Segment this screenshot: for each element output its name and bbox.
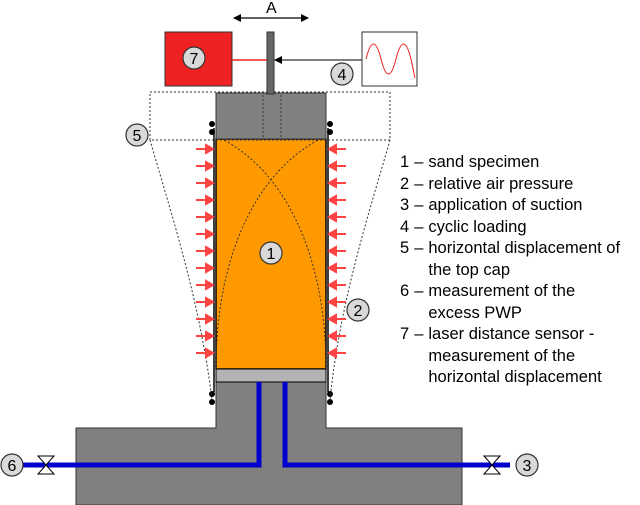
o-rings bbox=[209, 121, 333, 405]
pressure-arrow bbox=[196, 228, 216, 240]
svg-text:7: 7 bbox=[190, 51, 199, 68]
deformed-shape-right bbox=[329, 139, 391, 401]
pressure-arrow bbox=[326, 330, 346, 342]
pressure-arrow bbox=[196, 262, 216, 274]
sine-wave-icon bbox=[365, 43, 416, 79]
marker-4: 4 bbox=[330, 62, 354, 86]
pressure-arrow bbox=[326, 347, 346, 359]
pressure-arrow bbox=[326, 313, 346, 325]
legend-item: 4–cyclic loading bbox=[400, 217, 640, 239]
legend-number: 4 bbox=[400, 217, 410, 236]
marker-1: 1 bbox=[259, 241, 283, 265]
pressure-arrow bbox=[326, 279, 346, 291]
legend-item: 2–relative air pressure bbox=[400, 174, 640, 196]
legend-number: 7 bbox=[400, 325, 410, 343]
legend-item: 5–horizontal displacement of the top cap bbox=[400, 238, 640, 281]
legend-number: 5 bbox=[400, 239, 410, 257]
pressure-arrow bbox=[196, 245, 216, 257]
marker-6: 6 bbox=[0, 453, 24, 477]
pressure-arrow bbox=[196, 347, 216, 359]
legend-text: relative air pressure bbox=[428, 174, 574, 193]
legend-text: measurement of the excess PWP bbox=[428, 282, 576, 322]
pressure-arrow bbox=[326, 262, 346, 274]
legend-number: 2 bbox=[400, 174, 410, 193]
inner-curve-a bbox=[215, 138, 321, 370]
pressure-arrow bbox=[196, 330, 216, 342]
drainage-pipes bbox=[18, 382, 510, 468]
pressure-arrow bbox=[196, 194, 216, 206]
pressure-arrow bbox=[326, 194, 346, 206]
legend-number: 3 bbox=[400, 196, 410, 214]
pressure-arrow bbox=[196, 177, 216, 189]
legend-dash: – bbox=[414, 239, 424, 257]
valve-right bbox=[482, 455, 502, 475]
top-cap bbox=[215, 92, 327, 140]
legend-text: laser distance sensor - measurement of t… bbox=[428, 325, 602, 386]
pressure-arrow bbox=[326, 228, 346, 240]
legend-dash: – bbox=[414, 196, 424, 214]
svg-text:5: 5 bbox=[133, 128, 142, 145]
inner-curve-b bbox=[221, 138, 327, 370]
legend-dash: – bbox=[414, 282, 424, 300]
pressure-arrow bbox=[326, 245, 346, 257]
pressure-arrow bbox=[326, 211, 346, 223]
deformed-shape-left bbox=[149, 139, 213, 401]
svg-text:6: 6 bbox=[8, 458, 17, 475]
loading-rod bbox=[266, 31, 275, 95]
legend-number: 1 bbox=[400, 153, 410, 171]
svg-text:1: 1 bbox=[267, 246, 276, 263]
legend-text: horizontal displacement of the top cap bbox=[428, 239, 621, 279]
legend-item: 3–application of suction bbox=[400, 195, 640, 217]
pressure-arrow bbox=[196, 143, 216, 155]
legend-dash: – bbox=[414, 153, 424, 171]
svg-text:3: 3 bbox=[523, 458, 532, 475]
pressure-arrows bbox=[196, 143, 346, 359]
pressure-arrow bbox=[326, 296, 346, 308]
marker-5: 5 bbox=[125, 123, 149, 147]
pressure-arrow bbox=[326, 143, 346, 155]
svg-text:2: 2 bbox=[354, 303, 363, 320]
legend-item: 1–sand specimen bbox=[400, 152, 640, 174]
legend-item: 7–laser distance sensor - measurement of… bbox=[400, 324, 640, 389]
marker-7: 7 bbox=[182, 46, 206, 70]
legend-text: application of suction bbox=[428, 196, 583, 214]
pressure-arrow bbox=[196, 211, 216, 223]
pressure-arrow bbox=[196, 313, 216, 325]
pressure-arrow bbox=[326, 177, 346, 189]
valve-left bbox=[36, 455, 56, 475]
legend-text: cyclic loading bbox=[428, 217, 527, 236]
pressure-arrow bbox=[196, 296, 216, 308]
legend-number: 6 bbox=[400, 282, 410, 300]
legend-item: 6–measurement of the excess PWP bbox=[400, 281, 640, 324]
arrow-label-a: A bbox=[266, 0, 277, 17]
marker-3: 3 bbox=[515, 453, 539, 477]
legend-dash: – bbox=[414, 174, 424, 193]
marker-2: 2 bbox=[346, 298, 370, 322]
svg-text:4: 4 bbox=[338, 67, 347, 84]
pressure-arrow bbox=[326, 160, 346, 172]
base-pedestal bbox=[75, 381, 463, 505]
cyclic-loading-box bbox=[361, 31, 418, 87]
pressure-arrow bbox=[196, 160, 216, 172]
legend-dash: – bbox=[414, 217, 424, 236]
bottom-porous-disk bbox=[215, 368, 327, 383]
legend-text: sand specimen bbox=[428, 153, 540, 171]
pressure-arrow bbox=[196, 279, 216, 291]
legend-dash: – bbox=[414, 325, 424, 343]
